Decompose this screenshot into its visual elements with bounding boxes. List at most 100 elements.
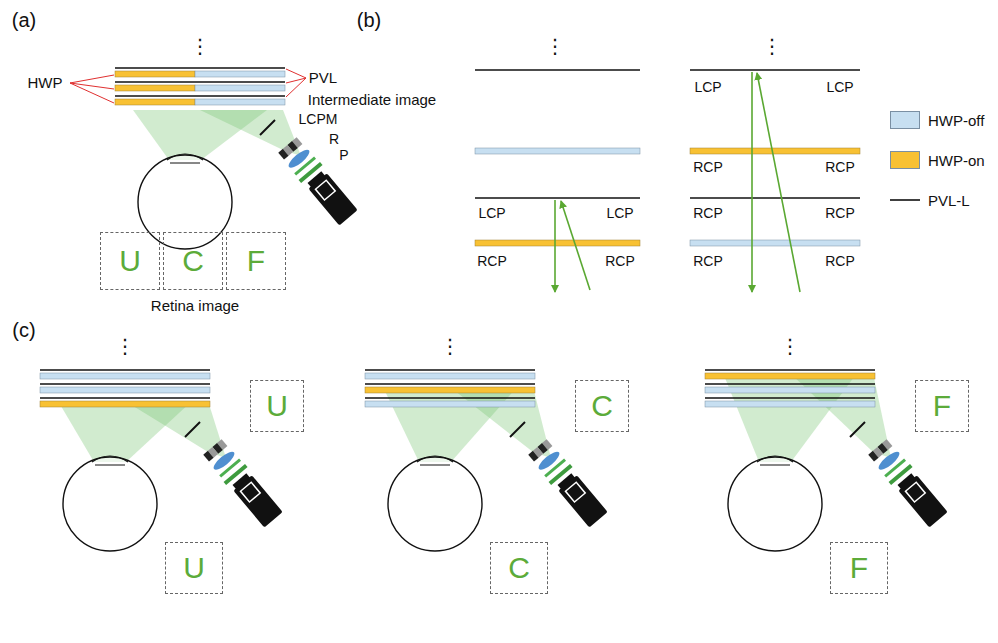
pointer-line xyxy=(70,75,114,83)
light-cone xyxy=(723,373,857,462)
image-box: F xyxy=(830,542,888,594)
projector-body xyxy=(898,475,947,527)
hwp-strip xyxy=(705,387,875,393)
light-ray xyxy=(554,200,556,292)
eye xyxy=(138,155,232,249)
pvl-layer xyxy=(365,369,535,371)
image-box: C xyxy=(163,232,223,290)
eye-cornea xyxy=(417,456,453,462)
legend-line-sample xyxy=(890,199,920,201)
pointer-line xyxy=(286,78,306,97)
panel-label: (b) xyxy=(357,9,381,31)
image-letter: U xyxy=(183,553,205,583)
display-scene xyxy=(40,370,284,551)
text-label: ⋮ xyxy=(440,335,460,357)
hwp-strip xyxy=(40,387,210,393)
legend-text: HWP-off xyxy=(928,112,984,129)
display-scene xyxy=(705,370,949,551)
text-label: ⋮ xyxy=(190,35,210,57)
hwp-off-strip xyxy=(195,85,285,91)
image-letter: C xyxy=(182,246,204,276)
projector-detail xyxy=(905,482,925,502)
pvl-layer xyxy=(40,369,210,371)
pvl-layer xyxy=(475,69,640,71)
text-label: PVL xyxy=(309,70,337,87)
image-box: U xyxy=(165,542,223,594)
hwp-strip xyxy=(40,401,210,407)
eye-cornea xyxy=(92,456,128,462)
eye-lens xyxy=(170,163,200,164)
text-label: RCP xyxy=(825,160,855,175)
pvl-layer xyxy=(690,197,860,199)
projector-body xyxy=(233,475,282,527)
image-box: F xyxy=(915,380,969,432)
pvl-layer xyxy=(115,81,285,83)
hwp-strip xyxy=(475,240,640,246)
projector xyxy=(202,438,285,529)
light-cone xyxy=(133,110,267,160)
light-ray xyxy=(751,72,753,292)
pvl-layer xyxy=(365,383,535,385)
light-ray xyxy=(757,73,800,292)
text-label: RCP xyxy=(605,254,635,269)
image-letter: C xyxy=(508,553,530,583)
text-label: LCP xyxy=(694,80,721,95)
hwp-strip xyxy=(365,387,535,393)
hwp-strip xyxy=(705,373,875,379)
hwp-strip xyxy=(690,148,860,154)
pvl-layer xyxy=(705,369,875,371)
hwp-strip xyxy=(690,240,860,246)
hwp-on-strip xyxy=(115,99,195,105)
lens xyxy=(286,147,312,171)
panel-label: (a) xyxy=(12,9,36,31)
lcpm xyxy=(203,451,213,462)
hwp-on-strip xyxy=(115,85,195,91)
text-label: ⋮ xyxy=(762,35,782,57)
lens xyxy=(211,449,237,473)
legend-swatch xyxy=(890,111,920,129)
image-box: F xyxy=(226,232,286,290)
image-box: C xyxy=(490,542,548,594)
display-scene xyxy=(365,370,609,551)
hwp-strip xyxy=(40,373,210,379)
image-letter: F xyxy=(933,391,951,421)
intermediate-image xyxy=(260,120,275,135)
eye-lens xyxy=(760,465,790,466)
hwp-strip xyxy=(475,148,640,154)
text-label: RCP xyxy=(825,206,855,221)
text-label: ⋮ xyxy=(545,35,565,57)
image-letter: U xyxy=(119,246,141,276)
eye xyxy=(388,457,482,551)
text-label: LCPM xyxy=(299,112,338,127)
text-label: RCP xyxy=(825,254,855,269)
projector xyxy=(527,438,610,529)
image-letter: F xyxy=(850,553,868,583)
hwp-on-strip xyxy=(115,71,195,77)
hwp-strip xyxy=(365,373,535,379)
pvl-layer xyxy=(40,383,210,385)
eye xyxy=(63,457,157,551)
projector xyxy=(277,136,360,227)
lcpm xyxy=(868,451,878,462)
lcpm xyxy=(528,451,538,462)
pvl-layer xyxy=(690,69,860,71)
image-letter: C xyxy=(591,391,613,421)
pointer-line xyxy=(286,69,306,78)
projector-body xyxy=(308,173,357,225)
text-label: HWP xyxy=(28,75,63,92)
pvl-layer xyxy=(705,383,875,385)
intermediate-image xyxy=(510,422,525,437)
text-label: RCP xyxy=(477,254,507,269)
image-box: U xyxy=(100,232,160,290)
legend-text: PVL-L xyxy=(928,192,970,209)
intermediate-image xyxy=(185,422,200,437)
text-label: LCP xyxy=(478,206,505,221)
pvl-layer xyxy=(40,397,210,399)
eye-lens xyxy=(95,465,125,466)
eye-cornea xyxy=(167,154,203,160)
image-letter: U xyxy=(266,391,288,421)
text-label: RCP xyxy=(693,160,723,175)
projector-body xyxy=(558,475,607,527)
panel-label: (c) xyxy=(12,319,35,341)
light-cone xyxy=(58,401,192,462)
